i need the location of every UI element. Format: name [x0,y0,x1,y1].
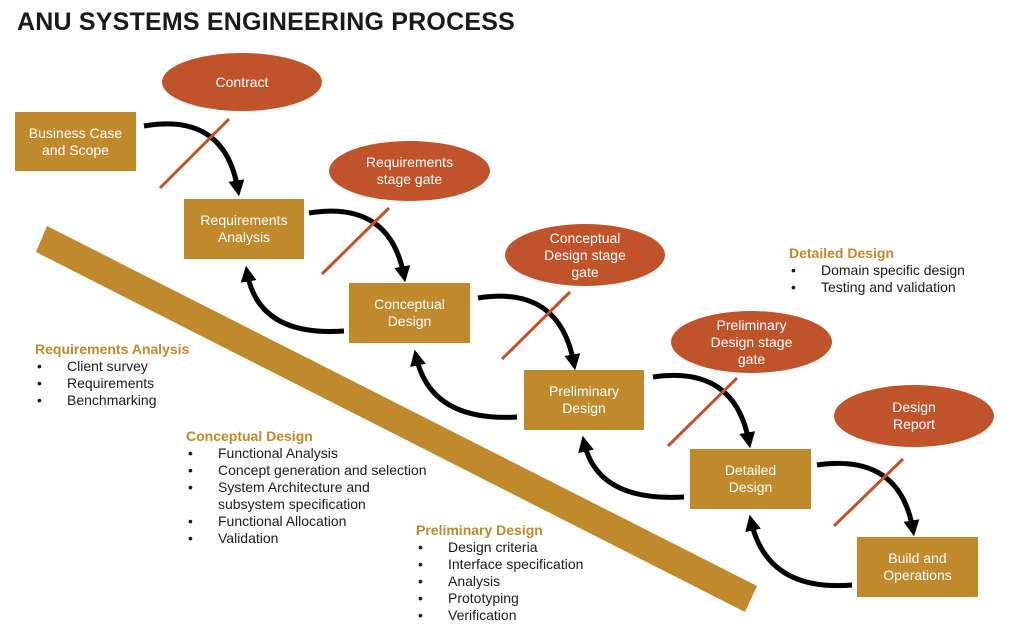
list-item: Concept generation and selection [186,462,427,479]
list-item: System Architecture and [186,479,427,496]
box-business-case: Business Case and Scope [15,112,136,171]
box-preliminary-design: Preliminary Design [524,370,644,430]
planning-band [36,226,757,612]
gate-slash [666,376,739,448]
list-item: Verification [416,607,583,624]
list-item: Benchmarking [35,392,189,409]
gate-slash [158,117,231,190]
list-item: Interface specification [416,556,583,573]
list-item: Testing and validation [789,279,965,296]
forward-arrow [477,293,581,371]
list-item: Client survey [35,358,189,375]
list-item: Analysis [416,573,583,590]
gate-requirements: Requirements stage gate [329,141,490,201]
forward-arrow [652,372,756,449]
gate-slash [320,206,391,276]
forward-arrow [816,460,920,537]
feedback-arrow [240,265,345,335]
box-requirements-analysis: Requirements Analysis [184,199,304,259]
page-title: ANU SYSTEMS ENGINEERING PROCESS [17,8,515,36]
forward-arrow [308,208,411,283]
gate-conceptual: Conceptual Design stage gate [505,224,665,286]
list-item: Domain specific design [789,262,965,279]
list-item: Design criteria [416,539,583,556]
list-item: Requirements [35,375,189,392]
note-title: Preliminary Design [416,522,543,538]
gate-slash [500,290,572,361]
gate-slash [832,457,905,528]
note-requirements-analysis: Requirements Analysis Client survey Requ… [35,341,189,409]
gate-preliminary: Preliminary Design stage gate [671,311,832,373]
gate-design-report: Design Report [834,385,994,447]
list-item: Functional Analysis [186,445,427,462]
feedback-arrow [578,435,685,500]
box-detailed-design: Detailed Design [690,449,811,509]
box-build-operations: Build and Operations [857,537,978,597]
feedback-arrow [745,514,853,589]
note-title: Detailed Design [789,245,895,261]
box-conceptual-design: Conceptual Design [349,283,470,343]
forward-arrow [143,121,245,197]
gate-contract: Contract [162,53,322,111]
list-item: Functional Allocation [186,513,427,530]
list-item: Validation [186,530,427,547]
note-title: Requirements Analysis [35,341,190,357]
list-item-continued: subsystem specification [218,496,366,512]
note-detailed-design: Detailed Design Domain specific design T… [789,245,965,296]
list-item: Prototyping [416,590,583,607]
note-title: Conceptual Design [186,428,313,444]
feedback-arrow [410,349,518,420]
note-preliminary-design: Preliminary Design Design criteria Inter… [416,522,583,624]
note-conceptual-design: Conceptual Design Functional Analysis Co… [186,428,427,547]
